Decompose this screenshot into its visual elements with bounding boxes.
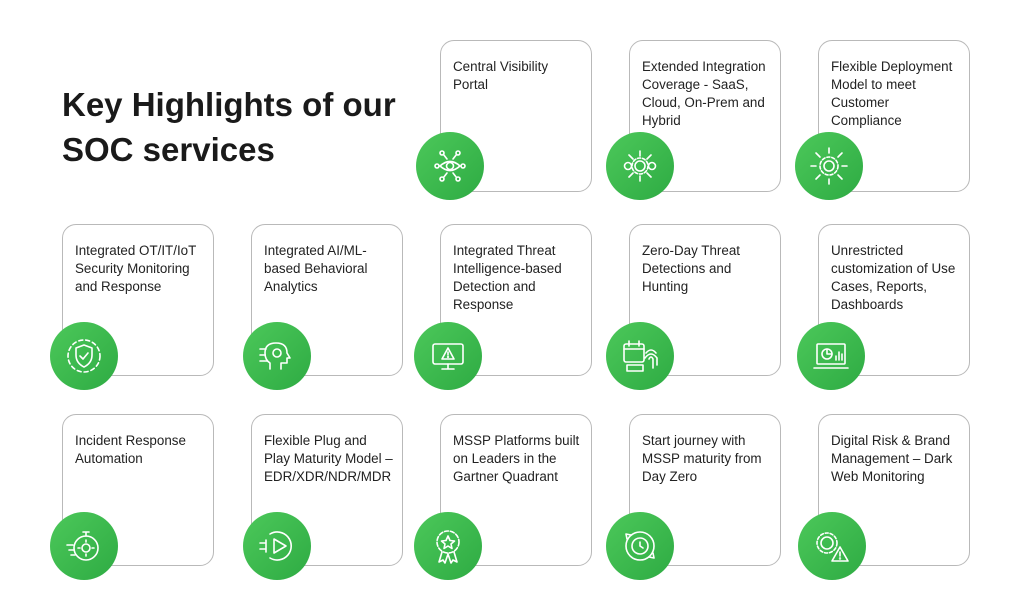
card-label: Integrated AI/ML-based Behavioral Analyt… — [264, 243, 368, 294]
card-incident-response: Incident Response Automation — [62, 414, 214, 566]
calendar-fingerprint-icon — [606, 322, 674, 390]
card-flexible-deployment: Flexible Deployment Model to meet Custom… — [818, 40, 970, 192]
automation-stopwatch-icon — [50, 512, 118, 580]
card-label: Central Visibility Portal — [453, 59, 549, 92]
card-label: Unrestricted customization of Use Cases,… — [831, 243, 956, 312]
visibility-network-icon — [416, 132, 484, 200]
threat-monitor-icon — [414, 322, 482, 390]
card-label: Extended Integration Coverage - SaaS, Cl… — [642, 59, 766, 128]
security-shield-icon — [50, 322, 118, 390]
card-label: Zero-Day Threat Detections and Hunting — [642, 243, 740, 294]
card-label: MSSP Platforms built on Leaders in the G… — [453, 433, 580, 484]
deployment-gear-arrows-icon — [795, 132, 863, 200]
ai-head-icon — [243, 322, 311, 390]
card-label: Incident Response Automation — [75, 433, 186, 466]
card-label: Digital Risk & Brand Management – Dark W… — [831, 433, 953, 484]
card-label: Flexible Deployment Model to meet Custom… — [831, 59, 953, 128]
risk-gear-warning-icon — [798, 512, 866, 580]
card-label: Integrated Threat Intelligence-based Det… — [453, 243, 562, 312]
card-label: Start journey with MSSP maturity from Da… — [642, 433, 762, 484]
award-badge-icon — [414, 512, 482, 580]
dashboard-laptop-icon — [797, 322, 865, 390]
journey-cycle-icon — [606, 512, 674, 580]
card-label: Flexible Plug and Play Maturity Model – … — [264, 433, 393, 484]
plug-play-icon — [243, 512, 311, 580]
card-label: Integrated OT/IT/IoT Security Monitoring… — [75, 243, 197, 294]
integration-gears-icon — [606, 132, 674, 200]
page-title: Key Highlights of our SOC services — [62, 86, 396, 168]
